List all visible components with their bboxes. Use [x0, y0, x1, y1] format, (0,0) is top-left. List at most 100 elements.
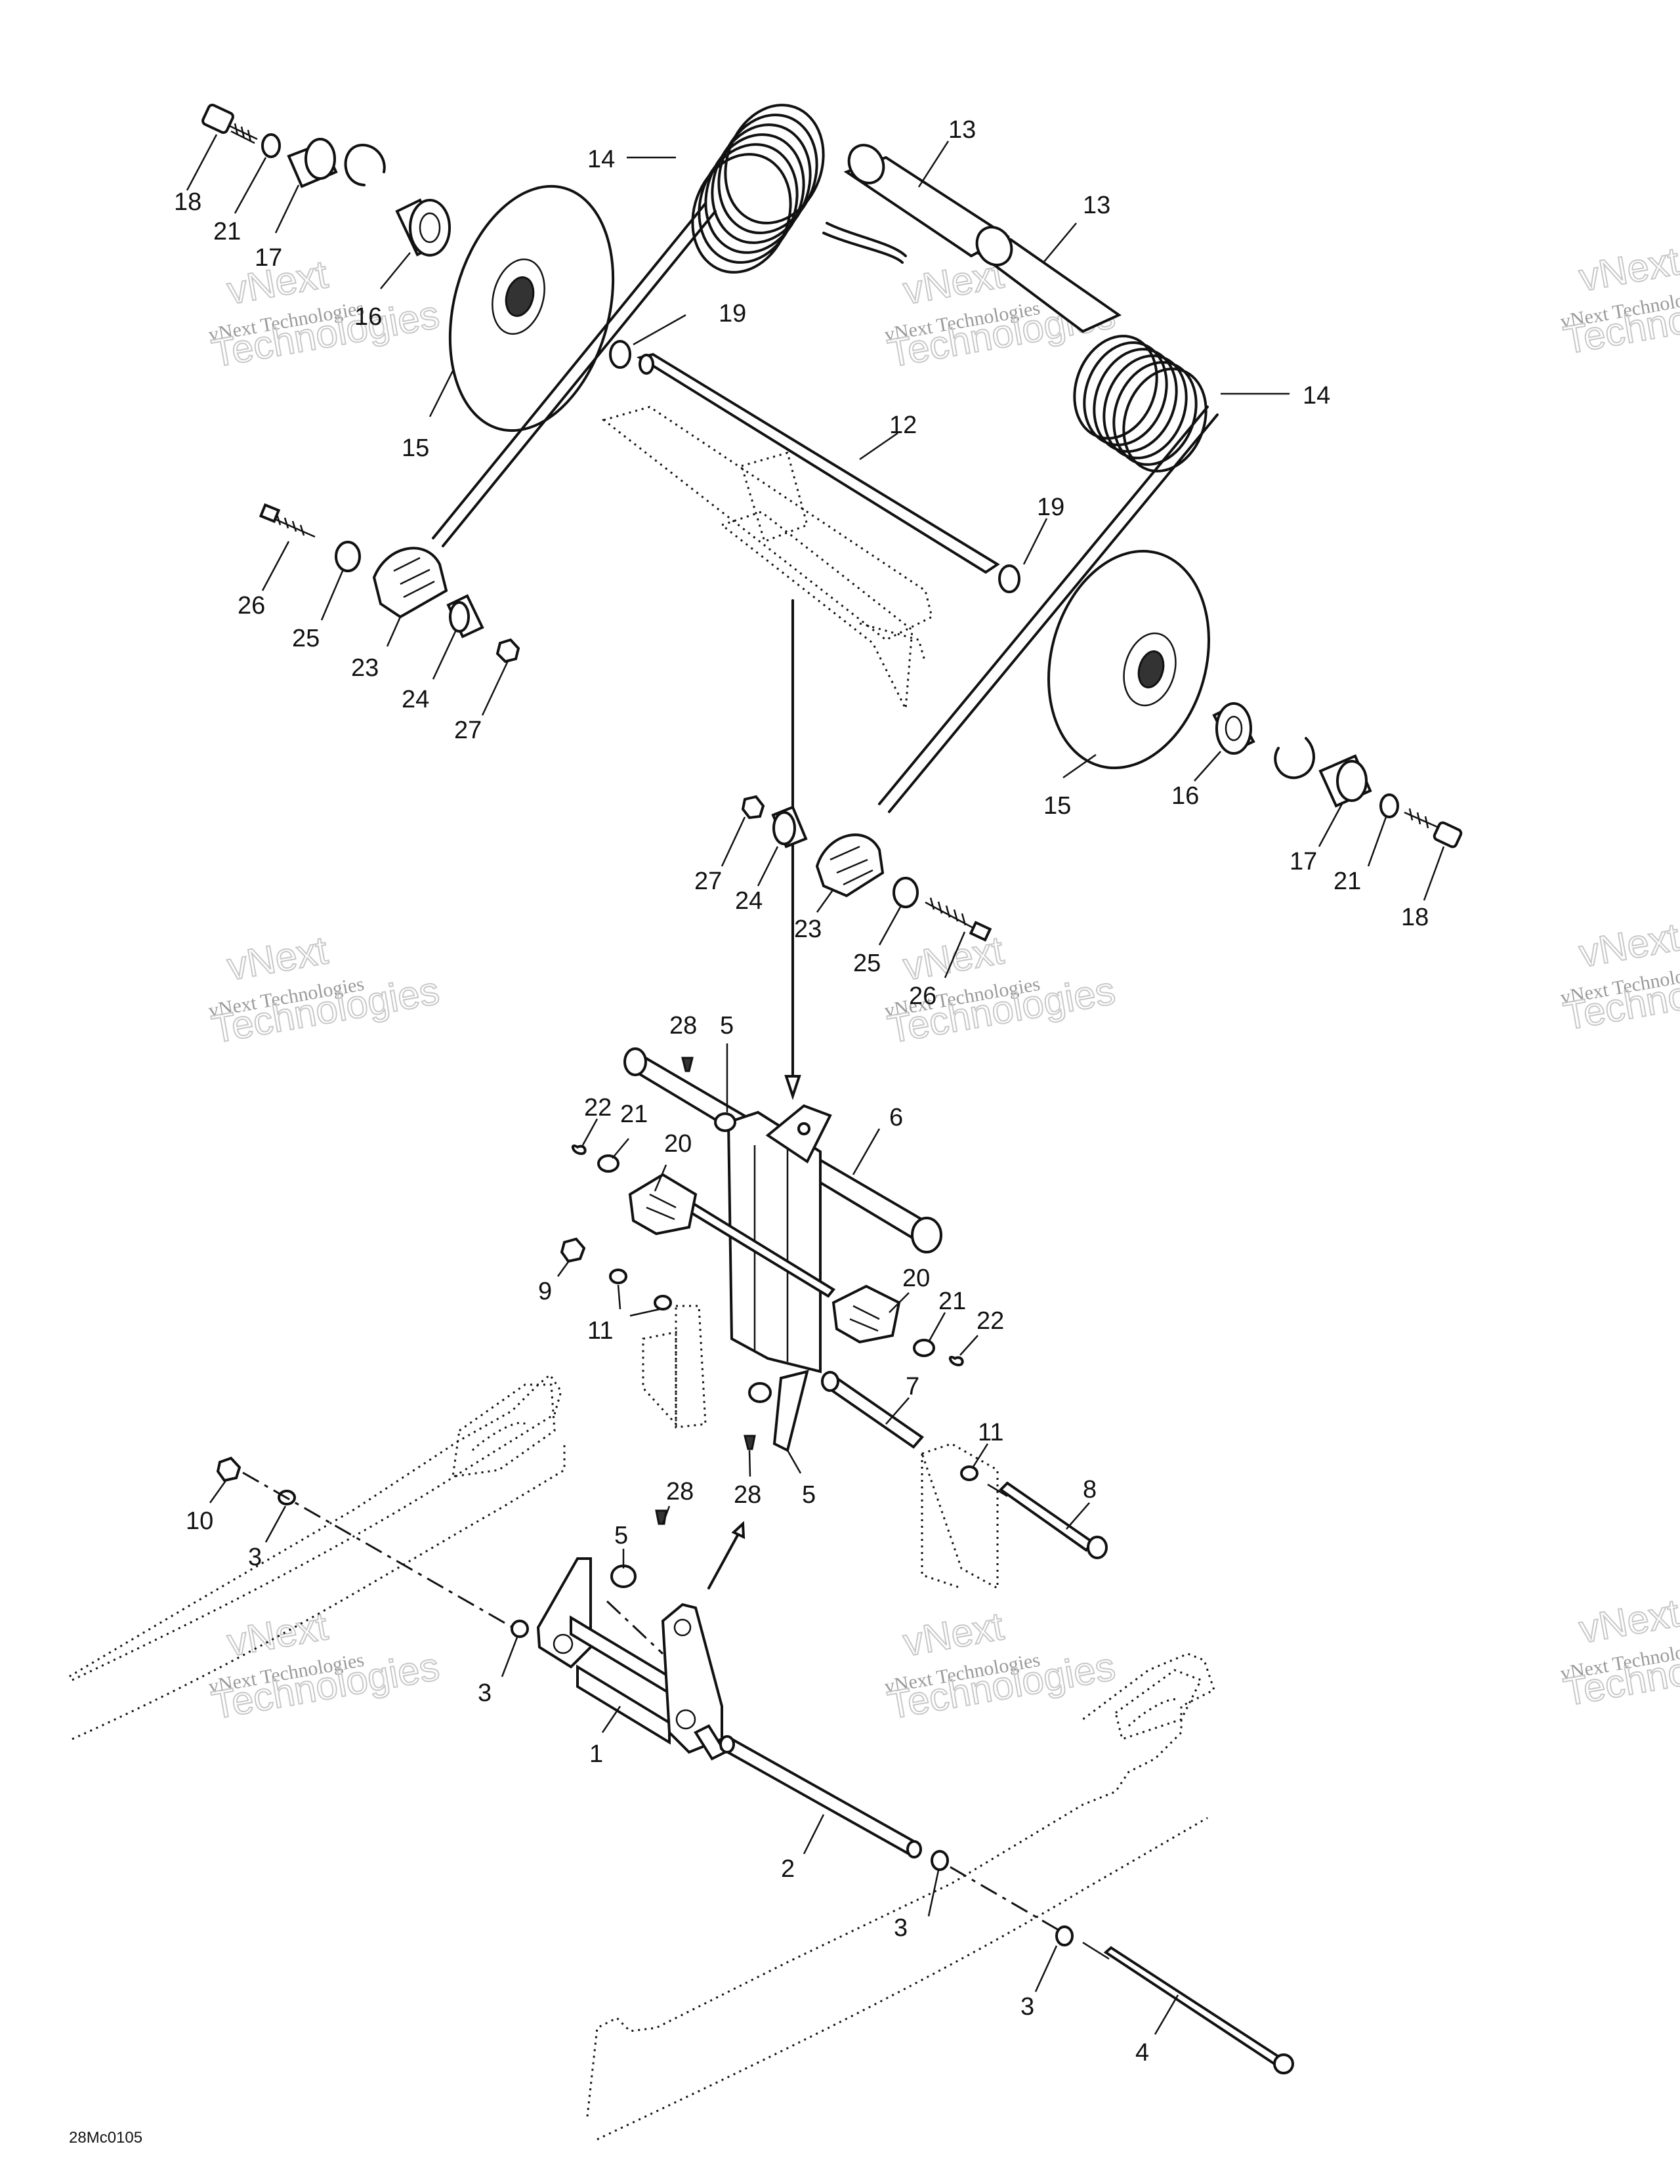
- bushing-5-bottom: [610, 1564, 637, 1588]
- part-label-21: 21: [213, 218, 241, 245]
- part-label-17: 17: [1290, 848, 1317, 875]
- part-label-2: 2: [781, 1855, 795, 1883]
- part-label-18: 18: [174, 188, 201, 216]
- leader-17-right: [1318, 803, 1343, 847]
- part-label-8: 8: [1083, 1476, 1097, 1503]
- washer-3-lower-b: [1055, 1925, 1074, 1946]
- leader-23-middle: [816, 889, 835, 913]
- leader-3-upper-left: [264, 1505, 287, 1543]
- part-label-15: 15: [402, 434, 429, 462]
- leader-12: [859, 432, 898, 461]
- wheel-15-right: [1047, 549, 1210, 770]
- washer-3-lower-a: [931, 1850, 949, 1871]
- watermark: vNext vNext Technologies Technologies: [883, 1603, 1119, 1728]
- watermark: vNext vNext Technologies Technologies: [1559, 914, 1680, 1039]
- leader-26-upper: [261, 541, 290, 591]
- part-label-24: 24: [735, 887, 763, 915]
- spacer-17-right: [1318, 754, 1372, 808]
- washer-21-middle-left: [597, 1154, 620, 1173]
- bolt-26-upper: [259, 503, 316, 538]
- part-label-25: 25: [853, 950, 881, 977]
- washer-21-upper: [261, 133, 281, 158]
- nut-27-upper: [495, 638, 520, 663]
- washer-25-middle: [892, 877, 919, 908]
- part-label-24: 24: [402, 686, 429, 713]
- leader-3-lower-b: [1034, 1945, 1058, 1992]
- clip-22-middle-right: [948, 1356, 964, 1366]
- spacer-24-upper: [446, 594, 484, 639]
- nut-10: [216, 1456, 242, 1482]
- leader-22-left: [581, 1118, 598, 1146]
- assembly-arrow-vertical-head: [784, 1075, 801, 1101]
- part-label-1: 1: [589, 1740, 603, 1768]
- part-label-22: 22: [976, 1307, 1004, 1335]
- part-label-13: 13: [948, 116, 976, 144]
- spacer-24-middle: [771, 805, 808, 849]
- bolt-18-right: [1404, 808, 1463, 849]
- leader-21-middle-left: [612, 1138, 629, 1159]
- spring-14-right-leg: [888, 413, 1219, 813]
- svg-text:vNext: vNext: [224, 1604, 331, 1665]
- svg-text:vNext: vNext: [224, 928, 331, 989]
- part-number-labels: 18 21 17 16 15 14 13 13 19 14 12 19 26 2…: [174, 116, 1429, 2067]
- nut-9: [560, 1237, 586, 1263]
- watermark: vNext vNext Technologies Technologies: [1559, 238, 1680, 363]
- circlip-upper: [344, 144, 386, 186]
- svg-text:vNext: vNext: [1576, 239, 1680, 300]
- leader-13-a: [917, 140, 950, 188]
- bearing-16-upper: [395, 198, 451, 257]
- spring-14-right: [1073, 335, 1208, 472]
- washer-21-middle-right: [913, 1339, 935, 1357]
- part-label-20: 20: [664, 1130, 692, 1158]
- axle-12: [636, 352, 1000, 574]
- part-label-14: 14: [587, 146, 615, 173]
- spring-14-upper-leg: [432, 202, 707, 539]
- leader-24-upper: [432, 629, 457, 680]
- leader-27-upper: [481, 659, 510, 716]
- nut-27-middle: [741, 795, 765, 820]
- vertical-arm: [726, 1104, 832, 1374]
- leader-13-b: [1043, 222, 1077, 263]
- part-label-26: 26: [238, 592, 265, 620]
- part-label-16: 16: [1171, 782, 1199, 810]
- part-label-4: 4: [1135, 2039, 1149, 2067]
- spring-14-right-leg: [878, 406, 1209, 805]
- leader-1: [601, 1706, 621, 1733]
- watermark: vNext vNext Technologies Technologies: [207, 251, 443, 376]
- part-label-5: 5: [720, 1012, 734, 1040]
- spacer-17-upper: [287, 138, 338, 188]
- leader-22-right: [959, 1335, 978, 1356]
- leader-6: [852, 1128, 881, 1175]
- part-label-20: 20: [902, 1265, 930, 1292]
- leader-20-right: [889, 1292, 910, 1313]
- ghost-bracket-middle: [642, 1305, 707, 1429]
- leader-24-middle: [757, 846, 779, 887]
- part-label-9: 9: [538, 1278, 552, 1305]
- part-label-7: 7: [906, 1373, 919, 1400]
- leader-25-upper: [320, 570, 344, 621]
- part-label-26: 26: [909, 982, 936, 1010]
- part-label-5: 5: [802, 1481, 816, 1509]
- leader-19-lower: [1022, 518, 1048, 565]
- leader-10: [209, 1479, 228, 1503]
- leader-25-middle: [878, 906, 902, 946]
- leader-3-lower-a: [927, 1870, 940, 1917]
- part-label-10: 10: [186, 1507, 213, 1535]
- part-label-3: 3: [248, 1544, 262, 1571]
- sleeve-13-b: [975, 226, 1122, 333]
- wheel-15-upper: [448, 184, 615, 432]
- bracket-assembly-arrow-head: [731, 1521, 746, 1540]
- part-label-28: 28: [666, 1478, 694, 1505]
- leader-26-middle: [944, 931, 966, 978]
- bushing-5-lower: [748, 1382, 772, 1403]
- part-label-21: 21: [938, 1288, 966, 1315]
- bearing-16-right: [1212, 702, 1255, 755]
- spring-14-upper-leg: [442, 210, 717, 547]
- part-label-21: 21: [1334, 868, 1361, 895]
- leader-15-right: [1062, 753, 1097, 779]
- part-label-21: 21: [620, 1101, 648, 1128]
- leader-5-lower: [786, 1450, 802, 1474]
- part-label-27: 27: [694, 868, 722, 895]
- leader-17-upper: [274, 184, 300, 234]
- leader-27-middle: [721, 816, 746, 867]
